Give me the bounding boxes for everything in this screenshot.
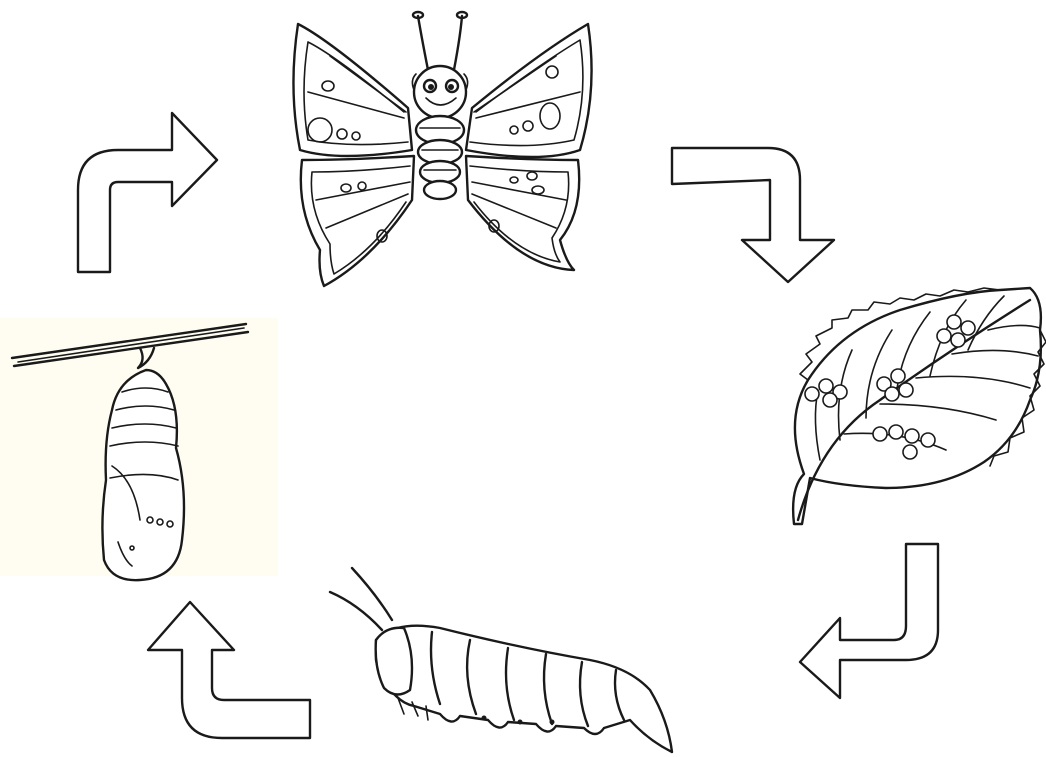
arrow-butterfly-to-eggs — [672, 148, 834, 282]
arrow-caterpillar-to-chrysalis — [148, 602, 310, 738]
leaf-with-eggs-icon — [793, 288, 1046, 524]
chrysalis-icon — [0, 318, 278, 580]
arrow-chrysalis-to-butterfly — [78, 113, 217, 272]
caterpillar-icon — [330, 568, 672, 752]
butterfly-icon — [293, 12, 591, 286]
arrow-eggs-to-caterpillar — [800, 544, 938, 698]
